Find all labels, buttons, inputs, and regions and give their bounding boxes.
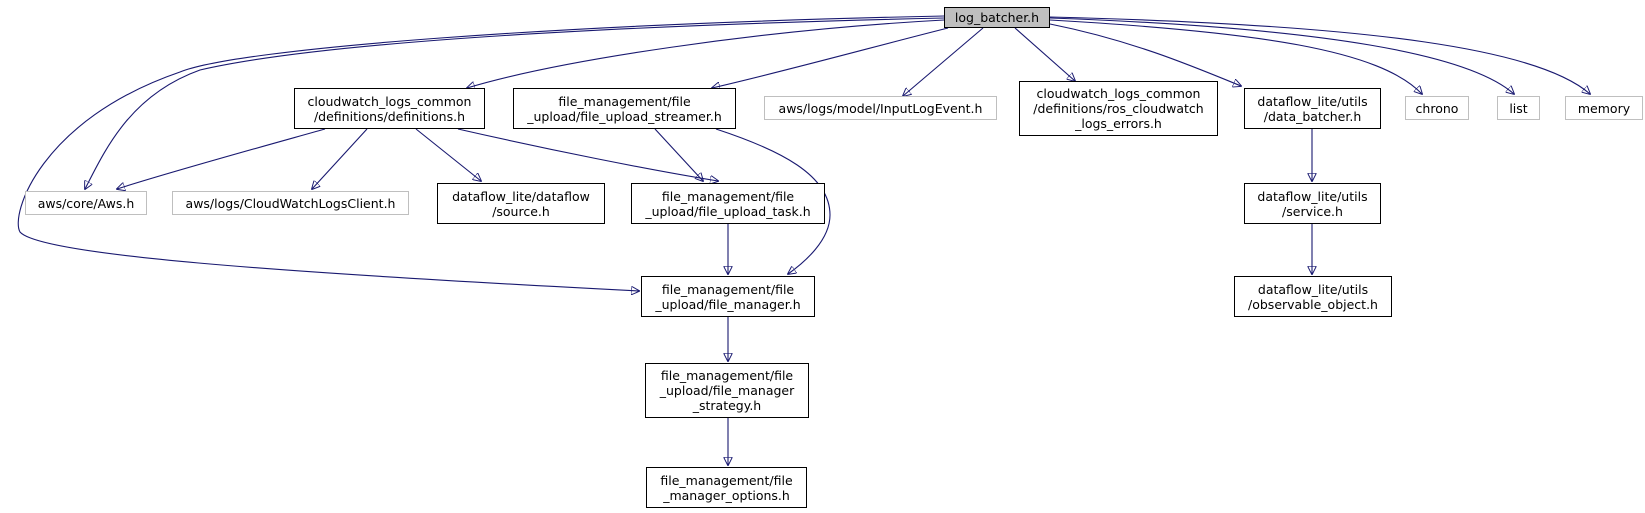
node-file-manager-strategy[interactable]: file_management/file _upload/file_manage… (645, 363, 809, 418)
edge-log-batcher-to-list (1049, 17, 1514, 94)
edge-log-batcher-to-ros-cloudwatch-logs-errors (1014, 27, 1075, 81)
edge-definitions-to-dataflow-source (415, 128, 481, 181)
edge-definitions-to-aws-core (117, 128, 326, 189)
edge-definitions-to-cloudwatch-logs-client (312, 128, 368, 189)
edge-log-batcher-to-definitions (467, 19, 945, 88)
edge-file-upload-streamer-to-file-manager (715, 128, 831, 274)
node-service[interactable]: dataflow_lite/utils /service.h (1244, 183, 1381, 224)
node-cloudwatch-logs-client[interactable]: aws/logs/CloudWatchLogsClient.h (172, 191, 409, 215)
node-definitions[interactable]: cloudwatch_logs_common /definitions/defi… (294, 88, 485, 129)
edge-log-batcher-to-file-upload-streamer (712, 27, 949, 88)
node-dataflow-source[interactable]: dataflow_lite/dataflow /source.h (437, 183, 605, 224)
node-data-batcher[interactable]: dataflow_lite/utils /data_batcher.h (1244, 88, 1381, 129)
node-list[interactable]: list (1497, 96, 1540, 120)
node-observable-object[interactable]: dataflow_lite/utils /observable_object.h (1234, 276, 1392, 317)
node-file-upload-task[interactable]: file_management/file _upload/file_upload… (631, 183, 825, 224)
node-log-batcher[interactable]: log_batcher.h (944, 7, 1050, 28)
node-file-upload-streamer[interactable]: file_management/file _upload/file_upload… (513, 88, 736, 129)
edge-log-batcher-to-data-batcher (1049, 23, 1241, 86)
node-ros-cloudwatch-logs-errors[interactable]: cloudwatch_logs_common /definitions/ros_… (1019, 81, 1218, 136)
node-input-log-event[interactable]: aws/logs/model/InputLogEvent.h (764, 96, 997, 120)
edge-log-batcher-to-input-log-event (903, 27, 984, 96)
node-aws-core[interactable]: aws/core/Aws.h (25, 191, 147, 215)
node-file-manager-options[interactable]: file_management/file _manager_options.h (646, 467, 807, 508)
edge-log-batcher-to-memory (1049, 16, 1590, 94)
node-file-manager[interactable]: file_management/file _upload/file_manage… (641, 276, 815, 317)
edge-log-batcher-to-file-manager (17, 15, 945, 291)
node-memory[interactable]: memory (1565, 96, 1643, 120)
edge-log-batcher-to-aws-core (85, 17, 945, 189)
edge-file-upload-streamer-to-file-upload-task (654, 128, 703, 181)
node-chrono[interactable]: chrono (1405, 96, 1469, 120)
edge-log-batcher-to-chrono (1049, 19, 1422, 94)
edge-definitions-to-file-upload-task (457, 128, 718, 181)
